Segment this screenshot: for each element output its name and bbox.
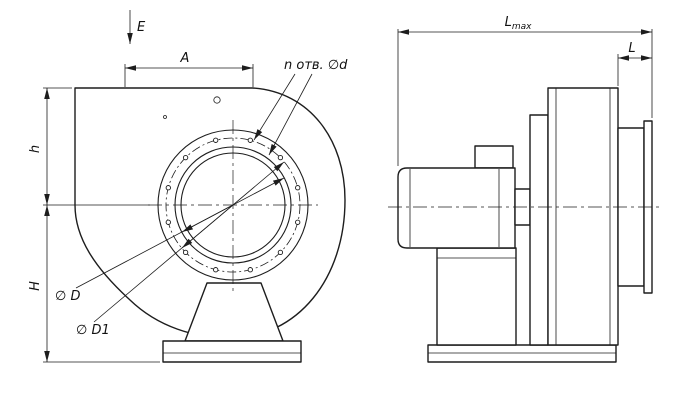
dimension-h: h [28,87,150,206]
dim-D1-label: ∅ D1 [76,323,110,338]
bolt-holes [165,137,301,273]
dimension-H: H [28,205,160,363]
dim-D-label: ∅ D [55,289,80,304]
mounting-bracket [529,114,549,346]
casing-rivet-dot [163,115,167,119]
dimension-A: A [124,51,254,87]
dimension-D: ∅ D [55,177,285,304]
view-arrow-label: E [137,20,146,35]
motor-stand [436,247,517,346]
dimension-Lmax: Lmax [397,15,653,166]
dim-h-label: h [28,145,43,153]
front-view: E A n отв. ∅d h H [28,10,348,363]
dim-H-label: H [28,281,43,291]
motor-terminal-box [474,145,514,169]
dim-a-label: A [180,51,190,66]
side-base-plate [427,344,617,363]
holes-note: n отв. ∅d [253,58,348,156]
dim-l-label: L [628,41,635,56]
housing-side [547,87,619,346]
view-arrow-E: E [127,10,146,44]
casing-seam-hole [213,96,221,104]
dimension-L: L [617,41,652,86]
dim-lmax-label: Lmax [505,15,533,32]
base-plate [162,340,302,363]
holes-note-label: n отв. ∅d [284,58,348,73]
side-view: Lmax L [388,15,662,363]
dimension-D1: ∅ D1 [76,161,285,338]
motor-body [397,167,516,249]
